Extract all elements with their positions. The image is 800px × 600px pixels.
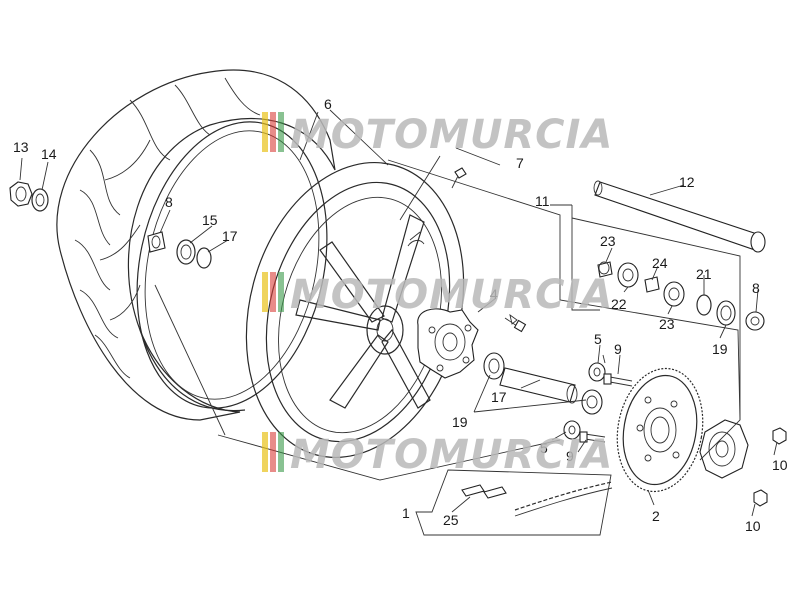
callout-13: 13 (13, 139, 29, 155)
callout-25: 25 (443, 512, 459, 528)
bearing-23-right (663, 281, 685, 307)
watermark-text: MOTOMURCIA (290, 272, 613, 318)
sprocket (616, 367, 704, 493)
callout-6-upper: 5 (594, 331, 602, 347)
nut-upper (772, 427, 787, 445)
callout-7: 7 (516, 155, 524, 171)
callout-12: 12 (679, 174, 695, 190)
ring-15 (176, 239, 196, 265)
spacer-upper (588, 362, 606, 382)
callout-10-lower: 10 (745, 518, 761, 534)
callout-23-left: 22 (611, 296, 627, 312)
callout-4: 4 (490, 286, 498, 302)
callout-1: 1 (402, 505, 410, 521)
seal-21 (716, 300, 736, 326)
callout-8-left: 8 (165, 194, 173, 210)
bolt-7 (451, 167, 467, 189)
bearing-left (483, 352, 505, 380)
callout-6-lower: 5 (540, 440, 548, 456)
callout-19: 19 (452, 414, 468, 430)
bearing-right (581, 389, 603, 415)
callout-23-right: 23 (659, 316, 675, 332)
callout-8-right: 8 (752, 280, 760, 296)
callout-9-lower: 9 (566, 448, 574, 464)
circlip-22 (696, 294, 712, 316)
spacer-lower (563, 420, 581, 440)
callout-5: 6 (324, 96, 332, 112)
bush-24-left (597, 261, 613, 278)
bolt (504, 313, 527, 333)
bolt-9-upper (603, 373, 633, 387)
cush-drive (417, 308, 479, 379)
callout-14: 14 (41, 146, 57, 162)
nut-lower (753, 489, 768, 507)
spacer-8-left (147, 231, 166, 253)
callout-labels: 6 7 13 14 8 15 17 12 11 23 24 21 8 22 23… (13, 96, 788, 534)
watermark-bottom: MOTOMURCIA (262, 432, 613, 478)
callout-17: 17 (222, 228, 238, 244)
callout-15: 15 (202, 212, 218, 228)
spindle (499, 367, 578, 404)
watermark-text: MOTOMURCIA (290, 112, 613, 158)
watermark-middle: MOTOMURCIA (262, 272, 613, 318)
tyre (56, 69, 336, 421)
callout-11: 11 (535, 193, 550, 209)
callout-21: 19 (712, 341, 728, 357)
washer-14 (31, 188, 49, 212)
chain (514, 481, 613, 517)
spacer-8-right (745, 311, 765, 331)
chain-link-25 (461, 484, 507, 499)
axle (593, 180, 766, 253)
bolt-9-lower (579, 431, 606, 443)
sprocket-flange (699, 419, 749, 479)
nut-13 (9, 181, 33, 207)
callout-16: 17 (491, 389, 507, 405)
callout-2: 2 (652, 508, 660, 524)
callout-24-left: 23 (600, 233, 616, 249)
callout-24-right: 24 (652, 255, 668, 271)
callout-9-upper: 9 (614, 341, 622, 357)
watermark-text: MOTOMURCIA (290, 432, 613, 478)
callout-10-upper: 10 (772, 457, 788, 473)
callout-22: 21 (696, 266, 712, 282)
bearing-23-left (617, 262, 639, 288)
watermark-top: MOTOMURCIA (262, 112, 613, 158)
circlip-17 (196, 247, 212, 269)
